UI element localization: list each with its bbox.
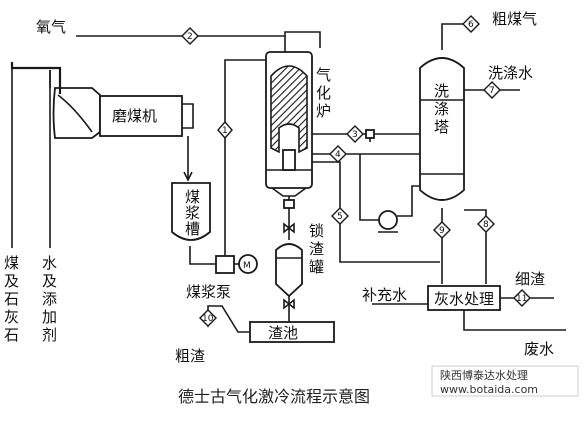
gasifier-label-2: 化 — [316, 84, 331, 102]
scrubber-return-line — [464, 209, 487, 284]
svg-text:4: 4 — [335, 150, 341, 160]
coal-limestone-label: 煤 及 石 灰 石 — [4, 254, 19, 344]
fine-slag-label: 细渣 — [515, 270, 545, 288]
scrubber-label-2: 涤 — [434, 100, 449, 118]
gasifier — [265, 51, 313, 197]
gasifier-bottom-valve — [283, 222, 295, 234]
coal-mill-label: 磨煤机 — [112, 107, 157, 125]
watermark-box — [431, 365, 579, 397]
waste-water-label: 废水 — [524, 340, 554, 358]
watermark-line-1: 陕西博泰达水处理 — [440, 368, 528, 382]
scrubber-label-3: 塔 — [434, 118, 449, 136]
water-additive-label: 水 及 添 加 剂 — [42, 254, 57, 344]
slurry-tank-label-1: 煤 — [185, 188, 200, 206]
node-1: 1 — [217, 120, 233, 140]
watermark-line-2: www.botaida.com — [440, 383, 538, 396]
tank-to-pump-line — [189, 246, 216, 265]
wash-water-label: 洗涤水 — [488, 64, 533, 82]
svg-text:剂: 剂 — [42, 326, 57, 344]
node-8: 8 — [477, 215, 495, 233]
waste-water-line — [463, 310, 566, 331]
svg-text:2: 2 — [187, 32, 193, 42]
lock-hopper-label-3: 罐 — [309, 258, 324, 276]
gasifier-label-1: 气 — [316, 66, 331, 84]
slurry-tank-label-3: 槽 — [185, 220, 200, 238]
svg-text:3: 3 — [352, 130, 358, 140]
svg-text:11: 11 — [516, 294, 527, 304]
svg-text:添: 添 — [42, 290, 57, 308]
gas-valve — [365, 129, 375, 139]
ash-water-label: 灰水处理 — [434, 290, 494, 308]
node-3: 3 — [346, 125, 364, 143]
makeup-water-label: 补充水 — [362, 286, 407, 304]
slurry-pump-label: 煤浆泵 — [186, 283, 231, 301]
lock-hopper — [275, 243, 303, 322]
svg-text:加: 加 — [42, 308, 57, 326]
svg-text:及: 及 — [4, 272, 19, 290]
slurry-tank — [171, 182, 211, 241]
node-11: 11 — [513, 289, 531, 307]
lock-hopper-label-2: 渣 — [309, 240, 324, 258]
node-4: 4 — [329, 145, 347, 163]
node-6: 6 — [462, 15, 480, 33]
gasifier-label-3: 炉 — [316, 102, 331, 120]
svg-text:5: 5 — [337, 212, 343, 222]
lock-hopper-label-1: 锁 — [309, 222, 324, 240]
svg-text:石: 石 — [4, 326, 19, 344]
svg-text:石: 石 — [4, 290, 19, 308]
svg-text:10: 10 — [202, 314, 214, 324]
node-markers: 1 2 3 4 5 6 7 8 9 10 11 — [181, 15, 531, 327]
svg-text:1: 1 — [222, 126, 228, 136]
node-9: 9 — [433, 221, 451, 239]
svg-text:7: 7 — [489, 86, 495, 96]
node-5: 5 — [331, 207, 349, 225]
node-7: 7 — [483, 81, 501, 99]
node-10: 10 — [199, 309, 217, 327]
slurry-tank-label-2: 浆 — [185, 204, 200, 222]
oxygen-line — [76, 31, 321, 54]
slurry-feed-line — [224, 59, 270, 256]
diagram-caption: 德士古气化激冷流程示意图 — [178, 387, 370, 406]
scrubber-label-1: 洗 — [434, 82, 449, 100]
svg-text:灰: 灰 — [4, 308, 19, 326]
svg-text:煤: 煤 — [4, 254, 19, 272]
pump-motor-symbol: M — [243, 261, 251, 271]
gasifier-valve-box — [283, 199, 295, 209]
node-2: 2 — [181, 27, 199, 45]
svg-text:水: 水 — [42, 254, 57, 272]
ash-water-treatment — [427, 285, 501, 311]
svg-text:及: 及 — [42, 272, 57, 290]
circulation-pump — [359, 154, 420, 233]
svg-text:6: 6 — [468, 20, 474, 30]
coal-mill — [10, 62, 194, 139]
coarse-slag-label: 粗渣 — [175, 347, 205, 365]
crude-gas-label: 粗煤气 — [492, 10, 537, 28]
svg-text:8: 8 — [483, 220, 489, 230]
slag-pool-label: 渣池 — [268, 324, 298, 342]
scrubber — [419, 57, 465, 201]
slurry-pump — [215, 254, 258, 274]
oxygen-label: 氧气 — [36, 18, 66, 36]
mill-arrow — [183, 171, 193, 182]
svg-text:9: 9 — [439, 226, 445, 236]
